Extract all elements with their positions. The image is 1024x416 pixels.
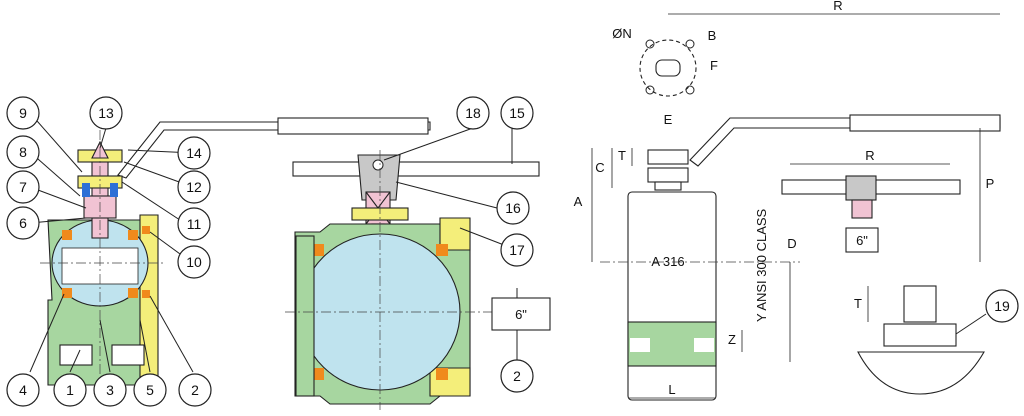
cross-section-view [40,117,431,395]
callout-1: 1 [66,382,74,398]
callout-8: 8 [19,144,27,160]
callout-11: 11 [187,216,202,232]
callout-10: 10 [186,254,202,270]
dim-C: C [595,160,604,175]
callout-14: 14 [186,145,202,161]
side-section-view: 6" [285,150,551,410]
dim-F: F [710,58,718,73]
callout-2b: 2 [513,368,521,384]
callout-13: 13 [98,105,114,121]
callout-18: 18 [465,105,481,121]
size-label-middle: 6" [515,307,527,322]
dim-T2: T [854,296,862,311]
dim-Z: Z [728,332,736,347]
dim-P: P [986,176,995,191]
dim-N: ØN [612,26,632,41]
dim-R-top: R [833,0,842,13]
dim-L: L [668,382,675,397]
callout-16: 16 [505,200,521,216]
callout-5: 5 [146,382,154,398]
material-label: A 316 [651,254,684,269]
callout-2: 2 [191,382,199,398]
callout-6: 6 [19,215,27,231]
dim-E: E [664,112,673,127]
dim-R-small: R [865,148,874,163]
dim-D: D [787,236,796,251]
class-label: Y ANSI 300 CLASS [754,208,769,322]
elevation-view: A 316 Y ANSI 300 CLASS A C T D L Z P R Ø… [574,0,1001,401]
callouts: 9 8 7 6 13 14 12 11 10 4 1 3 5 2 18 15 1… [6,96,1019,407]
dim-B: B [708,28,717,43]
callout-3: 3 [106,382,114,398]
callout-19: 19 [994,298,1010,314]
dim-A: A [574,194,583,209]
size-label-small: 6" [856,233,868,248]
callout-12: 12 [186,179,202,195]
callout-4: 4 [19,382,27,398]
callout-17: 17 [509,242,525,258]
callout-9: 9 [19,105,27,121]
callout-15: 15 [509,105,525,121]
callout-7: 7 [19,179,27,195]
dim-T: T [618,148,626,163]
